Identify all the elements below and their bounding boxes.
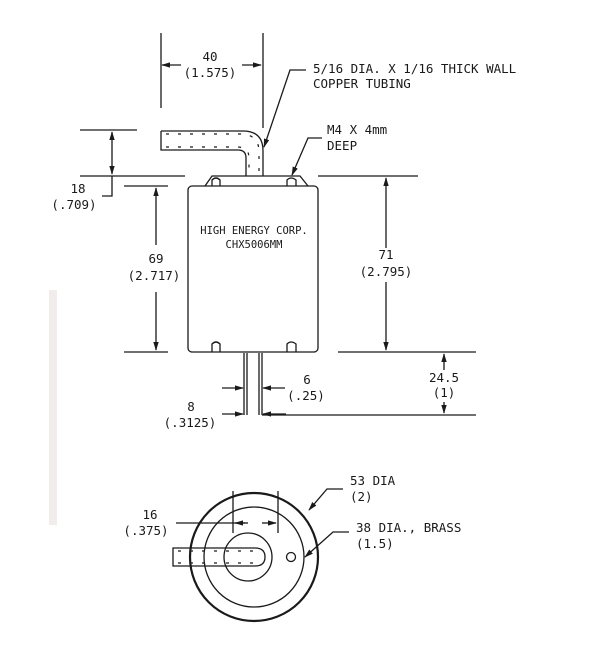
dim-overall-height: 71 (2.795): [318, 175, 476, 353]
dim-overall-height-mm: 71: [378, 247, 393, 262]
bottom-pins: [243, 353, 263, 415]
end-view: 16 (.375) 53 DIA (2) 38 DIA., BRASS (1.5…: [123, 473, 461, 623]
callout-outer-dia-line1: 53 DIA: [350, 473, 396, 488]
callout-outer-dia: 53 DIA (2): [308, 473, 396, 511]
inner-circle: [203, 506, 305, 608]
dim-hub-width-mm: 16: [142, 507, 157, 522]
scan-artifact: [49, 290, 57, 525]
outer-circle: [188, 491, 320, 623]
callout-thread-line1: M4 X 4mm: [327, 122, 387, 137]
dim-hub-width-in: (.375): [123, 523, 168, 538]
callout-tubing: 5/16 DIA. X 1/16 THICK WALL COPPER TUBIN…: [263, 61, 516, 148]
callout-tubing-line1: 5/16 DIA. X 1/16 THICK WALL: [313, 61, 516, 76]
callout-thread-line2: DEEP: [327, 138, 357, 153]
dim-tube-offset-mm: 40: [202, 49, 217, 64]
callout-thread: M4 X 4mm DEEP: [291, 122, 387, 176]
dim-pin-diameter-in: (.25): [287, 388, 325, 403]
dim-body-height-mm: 69: [148, 251, 163, 266]
callout-inner-dia-line2: (1.5): [356, 536, 394, 551]
dim-tube-height: 18 (.709): [51, 129, 185, 212]
top-boss-left: [211, 177, 221, 186]
dim-tube-height-mm: 18: [70, 181, 85, 196]
dim-tube-offset-in: (1.575): [184, 65, 237, 80]
top-boss-right: [286, 177, 297, 186]
dim-tube-height-in: (.709): [51, 197, 96, 212]
dim-pin-spacing: 8 (.3125): [164, 399, 286, 430]
label-model: CHX5006MM: [226, 239, 283, 251]
dim-pin-length: 24.5 (1): [262, 353, 476, 416]
dim-body-height: 69 (2.717): [124, 185, 181, 353]
dim-pin-diameter-mm: 6: [303, 372, 311, 387]
mount-hole: [285, 551, 297, 563]
dim-hub-width: 16 (.375): [123, 491, 279, 538]
dim-body-height-in: (2.717): [128, 268, 181, 283]
side-view: 40 (1.575) 5/16 DIA. X 1/16 THICK WALL C…: [51, 33, 516, 430]
cold-plate-body: [187, 185, 319, 353]
tube-stub: [172, 547, 266, 567]
bottom-boss-left: [211, 341, 221, 352]
callout-inner-dia: 38 DIA., BRASS (1.5): [304, 520, 461, 558]
dim-pin-diameter: 6 (.25): [222, 372, 325, 403]
dim-pin-length-in: (1): [433, 385, 456, 400]
copper-tube: [160, 130, 264, 176]
callout-tubing-line2: COPPER TUBING: [313, 76, 411, 91]
label-maker: HIGH ENERGY CORP.: [200, 225, 307, 237]
dim-pin-spacing-mm: 8: [187, 399, 195, 414]
callout-outer-dia-line2: (2): [350, 489, 373, 504]
dim-pin-length-mm: 24.5: [429, 370, 459, 385]
dim-pin-spacing-in: (.3125): [164, 415, 217, 430]
dim-tube-offset: 40 (1.575): [160, 33, 264, 128]
hub-circle: [223, 532, 273, 582]
bottom-boss-right: [286, 341, 297, 352]
dim-overall-height-in: (2.795): [360, 264, 413, 279]
top-flange: [204, 175, 309, 187]
callout-inner-dia-line1: 38 DIA., BRASS: [356, 520, 461, 535]
